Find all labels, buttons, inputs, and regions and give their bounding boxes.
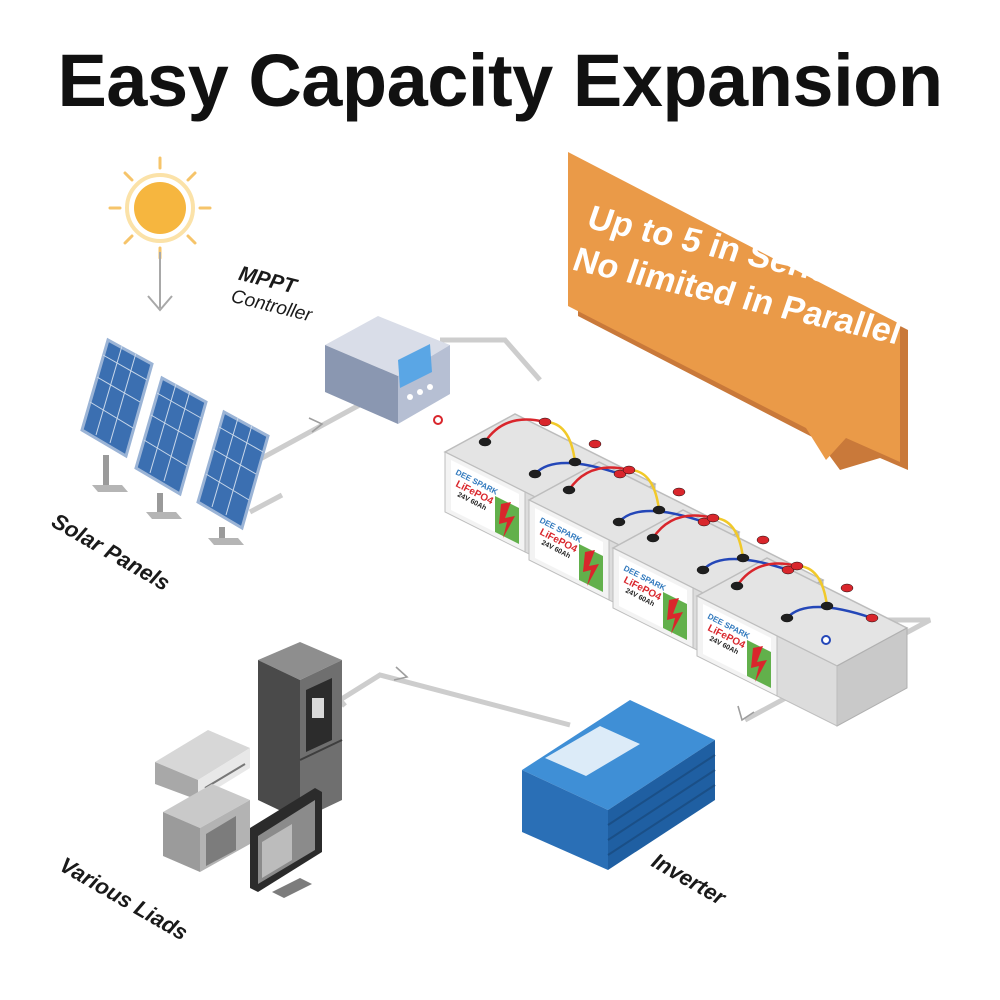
inverter-to-loads-line bbox=[336, 672, 571, 728]
battery-terminal bbox=[736, 553, 750, 563]
controller-to-battery-line bbox=[440, 337, 542, 382]
battery-terminal bbox=[790, 561, 804, 571]
battery-terminal bbox=[562, 485, 576, 495]
battery-terminal bbox=[840, 583, 854, 593]
battery-terminal bbox=[756, 535, 770, 545]
mppt-controller-icon bbox=[325, 316, 450, 424]
battery-terminal bbox=[820, 601, 834, 611]
arrow-to-controller bbox=[308, 417, 324, 433]
arrow-to-inverter bbox=[737, 705, 755, 722]
callout-bubble bbox=[568, 152, 908, 470]
battery-terminal bbox=[672, 487, 686, 497]
battery-terminal bbox=[697, 517, 711, 527]
battery-terminal bbox=[781, 565, 795, 575]
inverter-icon bbox=[522, 700, 716, 870]
battery-terminal bbox=[865, 613, 879, 623]
battery-terminal bbox=[622, 465, 636, 475]
tv-icon bbox=[250, 788, 322, 898]
battery-terminal bbox=[646, 533, 660, 543]
battery-terminal bbox=[538, 417, 552, 427]
battery-terminal bbox=[528, 469, 542, 479]
battery-terminal bbox=[568, 457, 582, 467]
positive-terminal bbox=[433, 415, 443, 425]
battery-terminal bbox=[588, 439, 602, 449]
battery-wires bbox=[478, 417, 879, 623]
battery-terminal bbox=[652, 505, 666, 515]
negative-terminal bbox=[821, 635, 831, 645]
various-loads bbox=[155, 642, 343, 898]
battery-terminal bbox=[730, 581, 744, 591]
solar-panels bbox=[80, 337, 270, 545]
arrow-to-loads bbox=[393, 666, 409, 681]
refrigerator-icon bbox=[258, 642, 343, 820]
battery-terminal bbox=[478, 437, 492, 447]
air-conditioner-icon bbox=[155, 730, 250, 800]
solar-panel-icon bbox=[80, 337, 154, 492]
sun-icon bbox=[108, 156, 212, 260]
panel-lower-line bbox=[248, 492, 284, 515]
battery-terminal bbox=[780, 613, 794, 623]
page-title: Easy Capacity Expansion bbox=[57, 39, 943, 122]
solar-panel-icon bbox=[196, 409, 270, 545]
microwave-icon bbox=[163, 784, 250, 872]
solar-panel-icon bbox=[134, 375, 208, 519]
battery-terminal bbox=[613, 469, 627, 479]
sun-to-panel-arrow bbox=[147, 252, 173, 312]
battery-terminal bbox=[612, 517, 626, 527]
battery-terminal bbox=[696, 565, 710, 575]
battery-terminal bbox=[706, 513, 720, 523]
